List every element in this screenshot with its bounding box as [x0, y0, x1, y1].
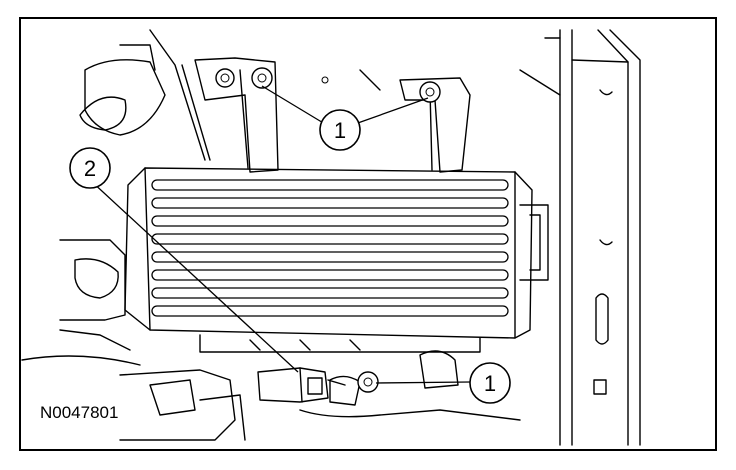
figure-id-label: N0047801 [40, 403, 118, 422]
callout-number: 1 [334, 118, 346, 143]
mounting-bolts [215, 67, 441, 393]
callout-number: 1 [484, 371, 496, 396]
bolt-icon [357, 371, 379, 393]
control-module [124, 167, 549, 353]
bolt-icon [419, 81, 441, 103]
leader-lines [89, 85, 471, 384]
vehicle-structure [21, 29, 641, 446]
electrical-connector [257, 367, 346, 403]
bolt-icon [251, 67, 273, 89]
callout-1-top: 1 [319, 109, 361, 151]
callout-number: 2 [84, 156, 96, 181]
callout-1-bottom: 1 [469, 362, 511, 404]
bolt-icon [215, 68, 235, 88]
callout-2: 2 [69, 147, 111, 189]
cooling-fins [151, 179, 509, 317]
